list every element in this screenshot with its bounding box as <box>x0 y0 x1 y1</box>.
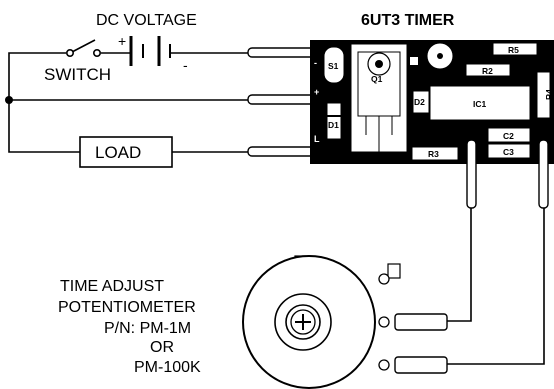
switch-symbol <box>66 39 102 57</box>
battery-symbol <box>129 36 171 66</box>
d1-part <box>326 102 342 140</box>
pot-label-potentiometer: POTENTIOMETER <box>58 299 196 316</box>
r5-part <box>492 42 538 56</box>
potentiometer <box>242 255 448 389</box>
d2-label: D2 <box>414 97 425 107</box>
load-label: LOAD <box>95 143 141 162</box>
d2-part <box>412 90 430 114</box>
timer-title: 6UT3 TIMER <box>361 12 455 29</box>
battery-minus-label: - <box>183 57 188 73</box>
r2-part <box>465 63 511 77</box>
ic1-label: IC1 <box>473 99 487 109</box>
r5-label: R5 <box>508 45 519 55</box>
r3-label: R3 <box>428 149 439 159</box>
circuit-wires <box>8 52 250 153</box>
r4-part <box>536 71 551 119</box>
pot-label-or: OR <box>150 339 174 356</box>
pot-label-time-adjust: TIME ADJUST <box>60 278 164 295</box>
c3-label: C3 <box>503 147 514 157</box>
c2-label: C2 <box>503 131 514 141</box>
wire-junction-dot <box>5 96 13 104</box>
switch-label: SWITCH <box>44 65 111 84</box>
pot-label-alt-part-number: PM-100K <box>134 359 201 376</box>
c2-part <box>487 127 531 143</box>
s1-label: S1 <box>328 61 339 71</box>
pin-minus-label: - <box>314 58 317 68</box>
load-box <box>79 136 173 168</box>
q1-label: Q1 <box>371 74 383 84</box>
pin-load-label: L <box>314 134 320 144</box>
c1-label: C1 <box>453 54 463 65</box>
r2-label: R2 <box>482 66 493 76</box>
pot-label-part-number: P/N: PM-1M <box>104 320 191 337</box>
d1-label: D1 <box>328 120 339 130</box>
pot-wires <box>445 208 545 365</box>
left-terminals <box>247 47 315 157</box>
battery-plus-label: + <box>118 33 126 49</box>
r4-label: R4 <box>544 89 554 100</box>
ic1-part <box>429 85 531 121</box>
c3-part <box>487 143 531 159</box>
s1-part <box>323 46 345 84</box>
r3-part <box>411 146 459 161</box>
dc-voltage-label: DC VOLTAGE <box>96 12 197 29</box>
pin-plus-label: + <box>314 87 319 97</box>
